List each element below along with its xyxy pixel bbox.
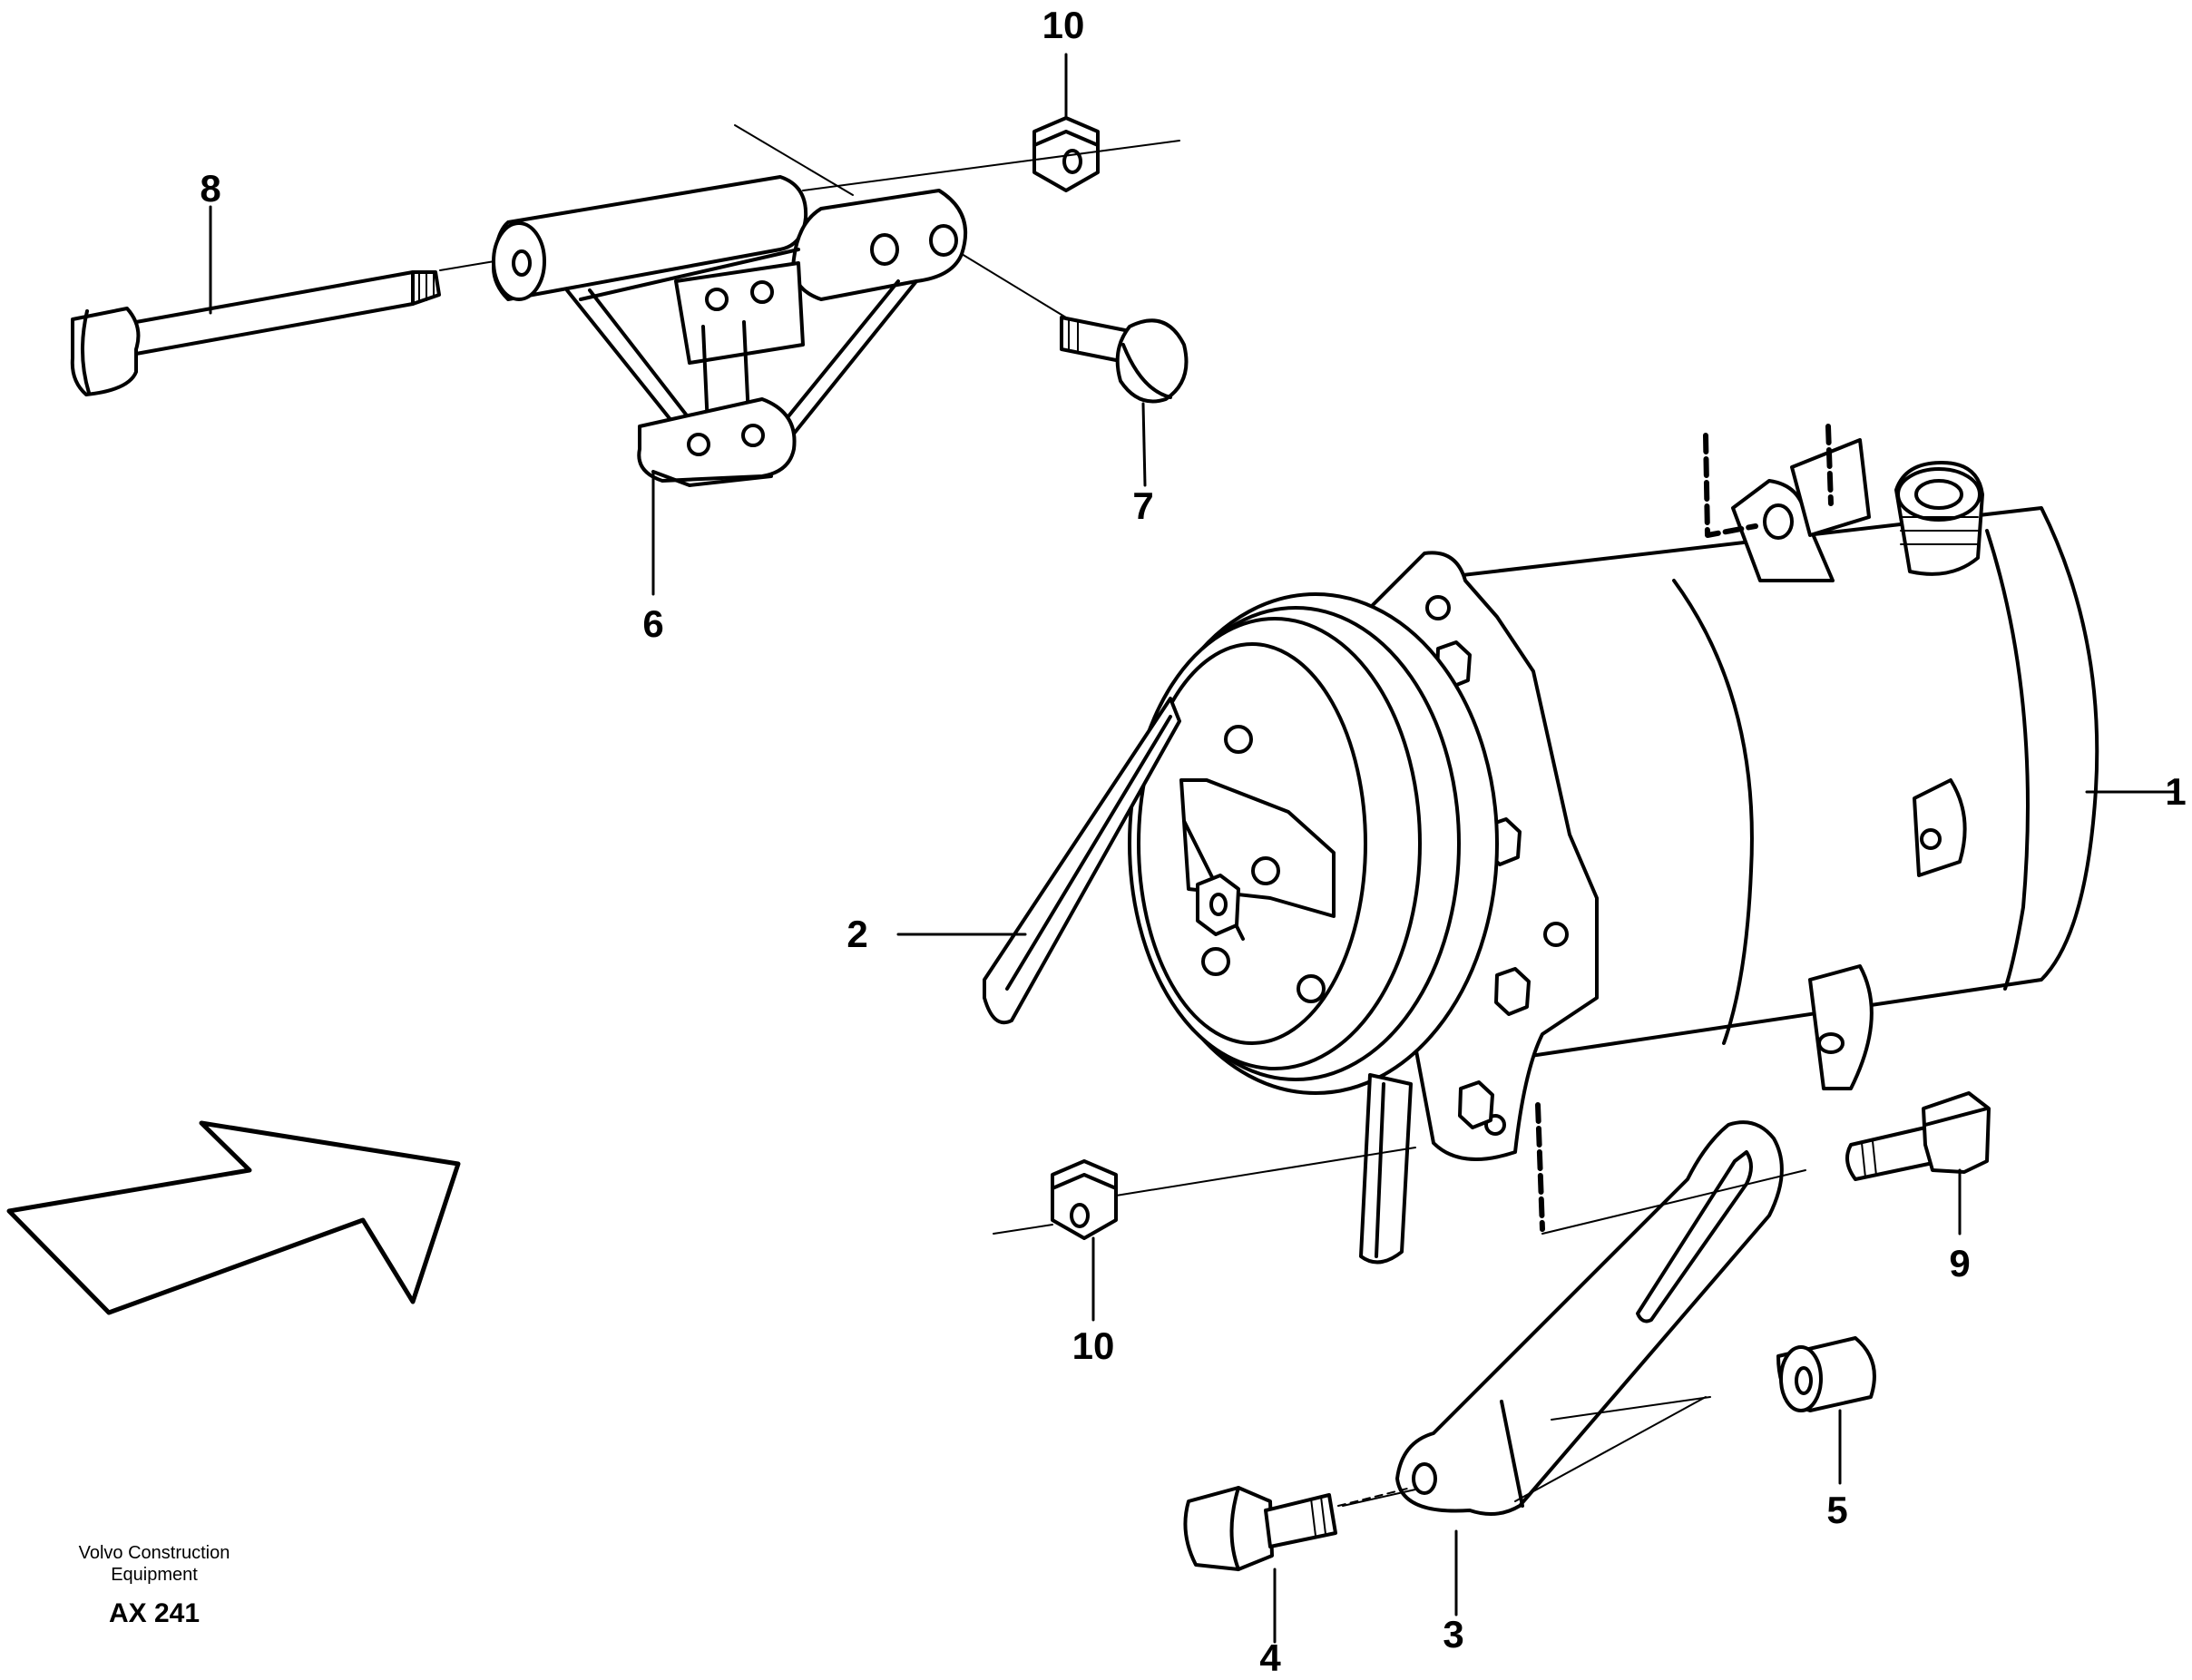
callout-6: 6 <box>642 602 664 645</box>
callout-8: 8 <box>200 167 221 210</box>
callout-7: 7 <box>1132 484 1154 527</box>
maker-name-line-1: Volvo Construction <box>78 1543 230 1563</box>
callout-2: 2 <box>846 913 868 955</box>
leader-lines <box>209 53 2179 1644</box>
callout-10-top: 10 <box>1042 4 1085 46</box>
callout-1: 1 <box>2165 770 2187 813</box>
callout-10-bottom: 10 <box>1072 1324 1115 1367</box>
compressor-part-1 <box>1128 438 2099 1161</box>
bolt-part-4 <box>1183 1486 1337 1571</box>
belt-part-2 <box>983 697 1413 1265</box>
tensioner-arm-part-3 <box>1395 1120 1784 1516</box>
callout-4: 4 <box>1259 1636 1281 1679</box>
callout-3: 3 <box>1443 1613 1464 1656</box>
short-bolt-part-7 <box>1060 316 1189 404</box>
direction-arrow <box>6 1120 461 1315</box>
drawing-footer: Volvo Construction Equipment AX 241 <box>50 1542 259 1629</box>
drawing-code: AX 241 <box>108 1598 201 1628</box>
nut-part-10-top <box>1032 116 1100 192</box>
nut-part-10-bottom <box>1051 1159 1118 1240</box>
callout-5: 5 <box>1826 1489 1848 1531</box>
callout-9: 9 <box>1949 1242 1971 1284</box>
spacer-sleeve-part-5 <box>1776 1336 1876 1412</box>
assembly-lines <box>439 124 1806 1507</box>
bolt-part-9 <box>1845 1091 1991 1181</box>
cut-marks <box>1535 424 1834 1232</box>
long-bolt-part-8 <box>70 270 441 396</box>
maker-name-line-2: Equipment <box>111 1565 198 1585</box>
bracket-part-6 <box>492 175 968 487</box>
